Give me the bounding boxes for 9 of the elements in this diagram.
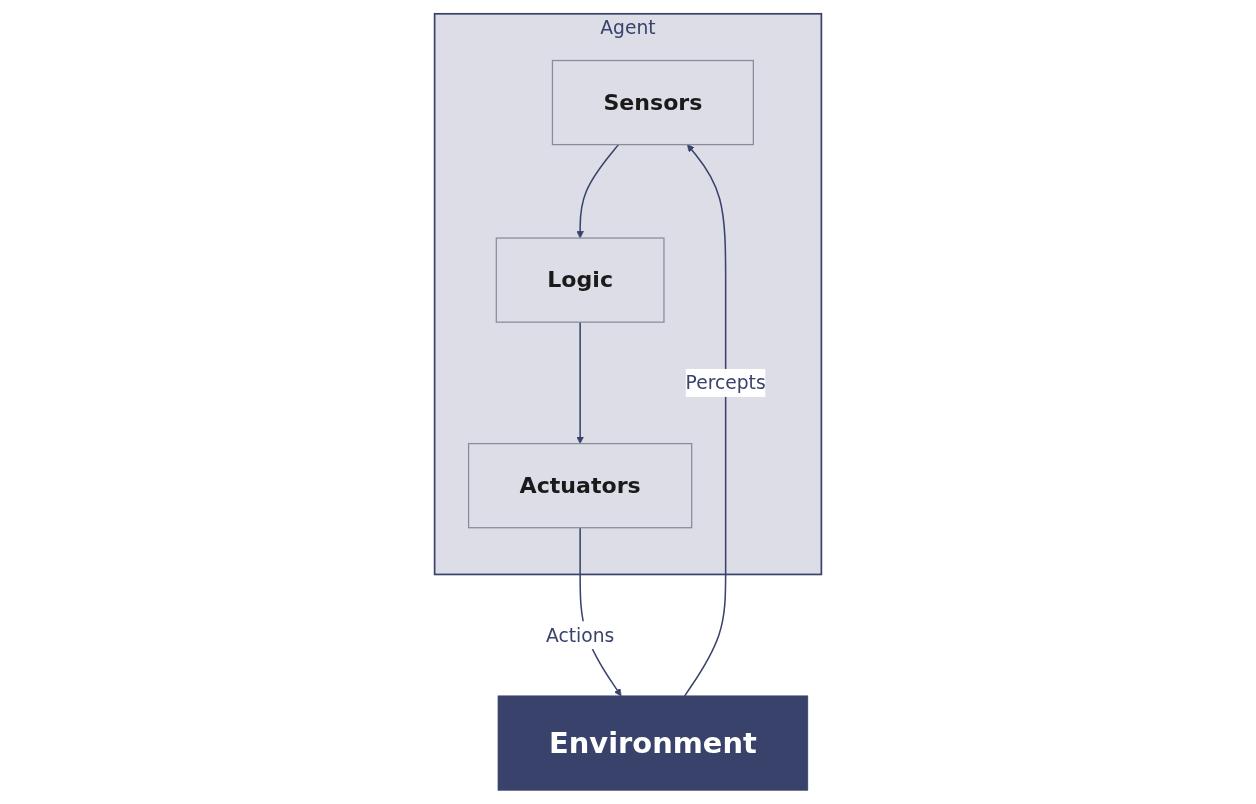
node-box: Logic: [495, 237, 665, 323]
node-box: Environment: [497, 695, 809, 791]
arrow: [576, 143, 620, 239]
node-box: Actuators: [467, 443, 693, 529]
arrow: [683, 144, 727, 697]
edge-label: Actions: [546, 624, 615, 646]
edge-label: Percepts: [685, 372, 766, 394]
arrow: [576, 321, 584, 444]
node-box: Sensors: [551, 59, 754, 146]
